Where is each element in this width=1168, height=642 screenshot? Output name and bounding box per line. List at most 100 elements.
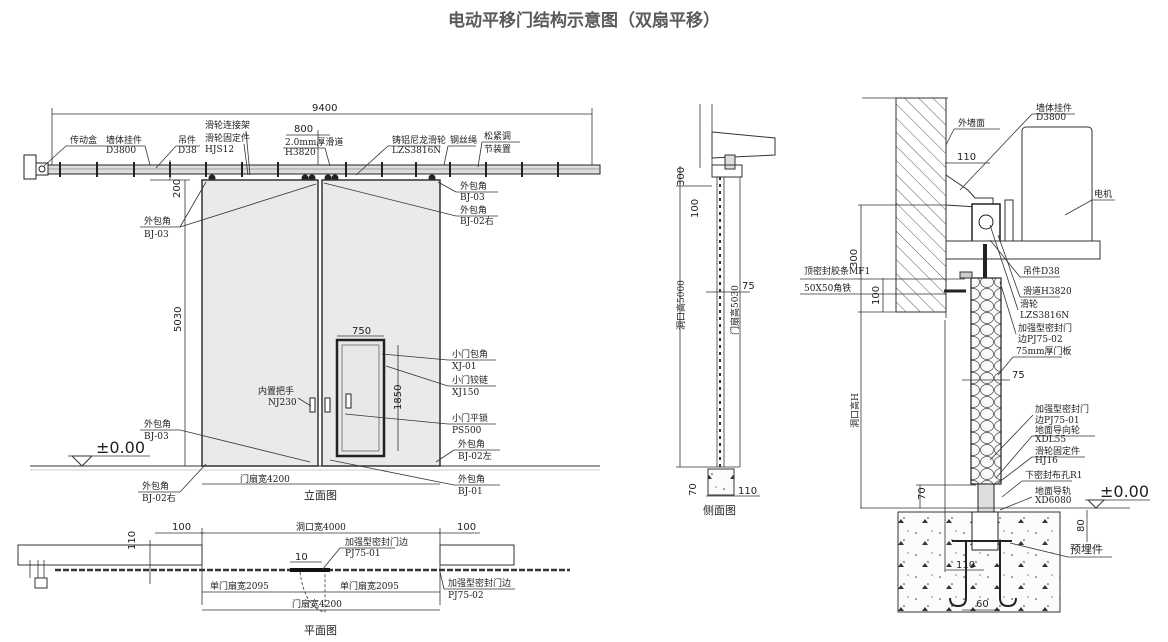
floor-rail-channel — [971, 511, 999, 551]
side-foundation — [707, 468, 735, 496]
label-bj03: BJ-03 — [460, 193, 485, 203]
sec-label-track: 滑道H3820 — [1023, 285, 1072, 297]
side-dim-75: 75 — [742, 281, 755, 292]
label-bj02r: BJ-02右 — [142, 492, 176, 504]
sec-label-guide-wheel-code: XDL55 — [1035, 435, 1066, 445]
label-pulley-bracket: 滑轮连接架 — [205, 119, 250, 131]
side-dim-300: 300 — [676, 167, 687, 186]
sec-label-outer-wall: 外墙面 — [958, 117, 985, 129]
plan-dim-100-right: 100 — [457, 522, 476, 533]
label-small-hinge: 小门铰链 — [452, 374, 488, 386]
side-view: 300 100 洞口高5000 门扇高5030 75 70 110 侧面图 — [675, 104, 776, 517]
page-title: 电动平移门结构示意图（双扇平移） — [448, 11, 720, 31]
side-dim-opening-h: 洞口高5000 — [675, 280, 687, 330]
sec-dim-60: 60 — [976, 599, 989, 610]
sec-dim-70: 70 — [917, 487, 928, 500]
label-bj03: BJ-03 — [144, 432, 169, 442]
label-handle: 内置把手 — [258, 385, 294, 397]
plan-label-seal-01: 加强型密封门边 — [345, 536, 408, 548]
label-bj03: BJ-03 — [144, 230, 169, 240]
sec-dim-75: 75 — [1012, 370, 1025, 381]
track-section — [971, 203, 1001, 245]
dim-200: 200 — [172, 179, 183, 198]
label-track-code: H3820 — [285, 148, 316, 158]
handle-right — [324, 397, 331, 413]
side-dim-110: 110 — [738, 486, 757, 497]
elevation-view: 9400 750 1850 200 50 — [23, 103, 601, 504]
label-drive-box: 传动盒 — [70, 134, 97, 146]
label-tensioner-2: 节装置 — [484, 143, 511, 155]
side-dim-70: 70 — [688, 483, 699, 496]
sec-label-seal-edge-1: 加强型密封门 — [1018, 322, 1072, 334]
sec-label-floor-rail-code: XD6080 — [1035, 496, 1072, 506]
sec-dim-110b: 110 — [956, 560, 975, 571]
plan-dim-opening-w: 洞口宽4000 — [296, 521, 346, 533]
label-corner: 外包角 — [458, 473, 485, 485]
section-detail: 墙体挂件 D3800 外墙面 110 电机 300 顶密封胶条MF1 50X50… — [800, 97, 1150, 613]
plan-label-seal-02: 加强型密封门边 — [448, 577, 511, 589]
label-corner: 外包角 — [460, 180, 487, 192]
wall-right — [439, 544, 515, 566]
motor-small — [724, 154, 736, 170]
label-hanger: 吊件 — [178, 134, 196, 146]
label-xj01: XJ-01 — [452, 362, 477, 372]
sec-label-wall-hanger-code: D3800 — [1036, 113, 1066, 123]
sec-label-guide-wheel: 地面导向轮 — [1035, 424, 1080, 436]
label-nylon-pulley: 铸铝尼龙滑轮 — [392, 134, 446, 146]
plan-label-seal-01-code: PJ75-01 — [345, 549, 381, 559]
dim-1850: 1850 — [393, 385, 404, 410]
sec-label-wheel-fixer: 滑轮固定件 — [1035, 445, 1080, 457]
sec-label-motor: 电机 — [1094, 188, 1112, 200]
elevation-caption: 立面图 — [304, 488, 337, 502]
label-bj02l: BJ-02左 — [458, 450, 492, 462]
dim-total: 9400 — [312, 103, 337, 114]
side-dim-100: 100 — [690, 199, 701, 218]
side-caption: 侧面图 — [703, 504, 736, 517]
label-corner: 外包角 — [458, 438, 485, 450]
motor-platform — [945, 240, 1101, 260]
label-corner: 外包角 — [460, 204, 487, 216]
sec-label-bottom-seal: 下密封布孔R1 — [1025, 469, 1083, 481]
plan-dim-10: 10 — [295, 552, 308, 563]
sec-dim-80: 80 — [1076, 519, 1087, 532]
sec-dim-300: 300 — [849, 249, 860, 268]
plan-dim-110: 110 — [127, 531, 138, 550]
plan-motor — [34, 577, 48, 589]
plan-dim-leaf-width: 门扇宽4200 — [292, 598, 342, 610]
sec-label-embedded: 预埋件 — [1070, 543, 1103, 556]
label-hanger-code: D38 — [178, 146, 197, 156]
plan-caption: 平面图 — [304, 624, 337, 637]
sec-label-wheel-fixer-code: HJ16 — [1035, 456, 1058, 466]
plan-dim-single-leaf-right: 单门扇宽2095 — [340, 580, 399, 592]
label-small-corner: 小门包角 — [452, 348, 488, 360]
label-corner: 外包角 — [144, 418, 171, 430]
elevation-right-labels: 外包角 BJ-03 外包角 BJ-02右 小门包角 XJ-01 小门铰链 XJ1… — [323, 180, 500, 497]
sec-label-seal01-1: 加强型密封门 — [1035, 403, 1089, 415]
label-bj01: BJ-01 — [458, 487, 483, 497]
sec-dim-110: 110 — [957, 152, 976, 163]
door-leaf-left — [201, 179, 319, 467]
elevation-level: ±0.00 — [96, 438, 145, 457]
small-door — [335, 338, 386, 458]
label-ps500: PS500 — [452, 426, 482, 436]
sec-label-pulley-code: LZS3816N — [1020, 311, 1069, 321]
label-wire-rope: 钢丝绳 — [450, 134, 477, 146]
label-small-lock: 小门平锁 — [452, 412, 488, 424]
sec-label-pulley: 滑轮 — [1020, 298, 1038, 310]
label-tensioner-1: 松紧调 — [484, 130, 511, 142]
label-nj230: NJ230 — [268, 398, 297, 408]
label-pulley-fixer: 滑轮固定件 — [205, 132, 250, 144]
small-door-swing — [299, 571, 326, 613]
elevation-left-labels: 外包角 BJ-03 内置把手 NJ230 外包角 BJ-03 外包角 BJ-02… — [138, 181, 317, 504]
sec-label-angle-iron: 50X50角铁 — [804, 282, 851, 294]
label-track: 2.0mm厚滑道 — [285, 136, 343, 148]
sec-label-seal01-2: 边PJ75-01 — [1035, 415, 1080, 426]
side-dim-leaf-h: 门扇高5030 — [729, 285, 741, 335]
motor — [1021, 126, 1093, 246]
sec-label-hanger: 吊件D38 — [1023, 265, 1060, 277]
label-bj02r: BJ-02右 — [460, 215, 494, 227]
door-panel-section — [970, 277, 1002, 485]
label-corner: 外包角 — [142, 480, 169, 492]
sec-label-top-seal: 顶密封胶条MF1 — [804, 265, 870, 277]
